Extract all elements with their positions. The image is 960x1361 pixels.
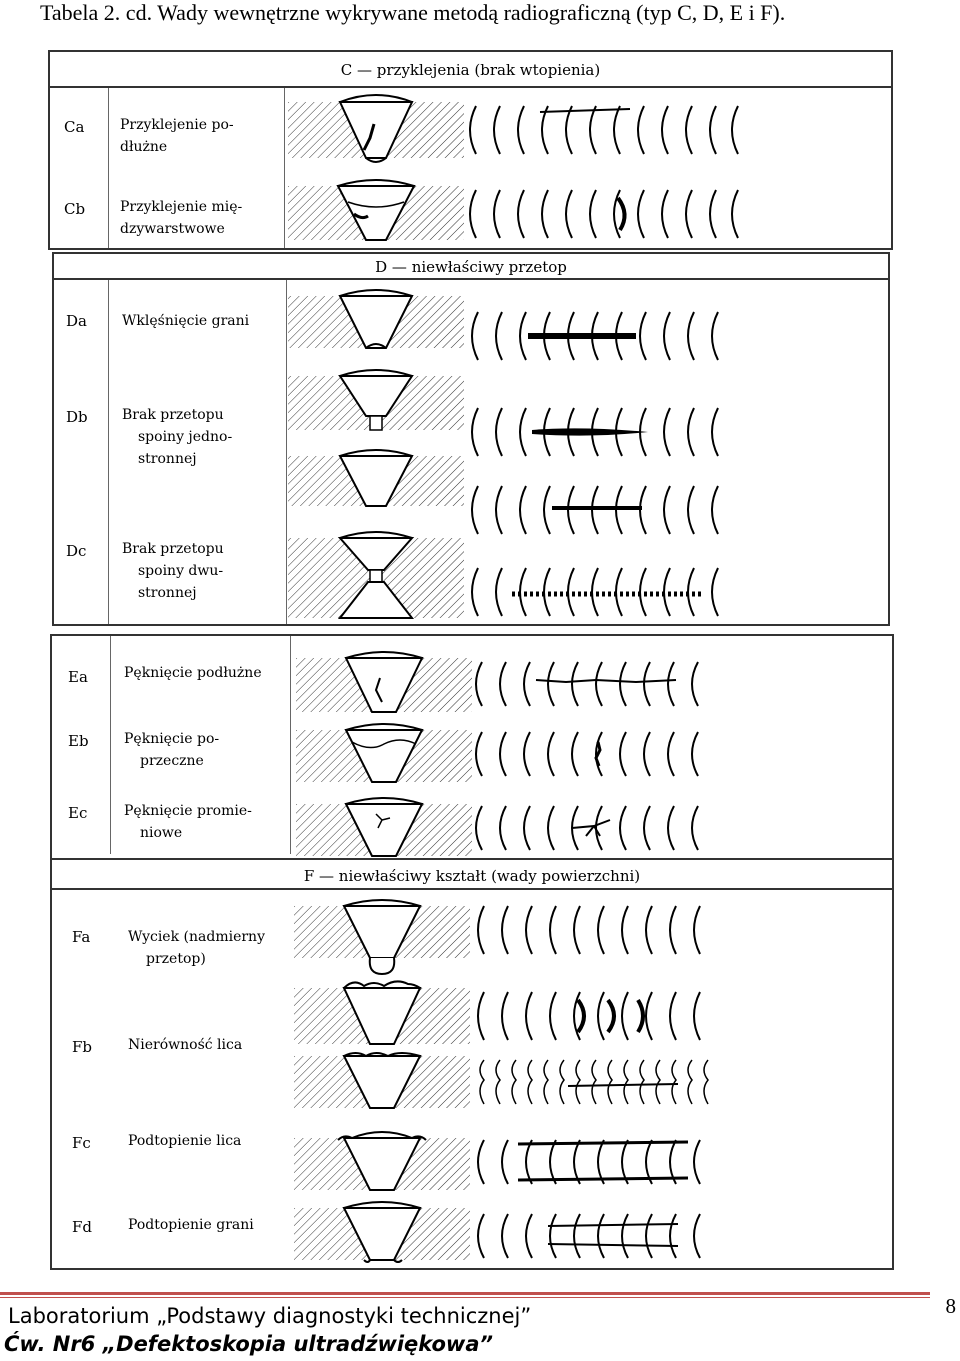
section-ef-panel: Ea Pęknięcie podłużne Eb Pęknięcie po- p…: [50, 634, 894, 1270]
radiograph-dc: [472, 564, 722, 620]
row-label-ca: Przyklejenie po- dłużne: [120, 114, 234, 158]
label-line: Nierówność lica: [128, 1034, 242, 1056]
radiograph-fb-1: [478, 988, 718, 1044]
label-line: spoiny dwu-: [122, 560, 224, 582]
weld-cross-section-da: [288, 290, 464, 354]
radiograph-fc: [478, 1136, 718, 1188]
weld-cross-section-ea: [296, 650, 472, 716]
label-line: stronnej: [122, 448, 232, 470]
label-line: Podtopienie lica: [128, 1130, 241, 1152]
weld-cross-section-ca: [288, 94, 464, 166]
label-line: Wklęśnięcie grani: [122, 310, 249, 332]
row-code-fc: Fc: [72, 1134, 91, 1152]
row-code-ea: Ea: [68, 668, 88, 686]
section-d-panel: D — niewłaściwy przetop Da Wklęśnięcie g…: [52, 252, 890, 626]
radiograph-ec: [476, 802, 716, 854]
section-c-header: C — przyklejenia (brak wtopienia): [50, 52, 891, 88]
label-line: Pęknięcie promie-: [124, 800, 252, 822]
row-label-fd: Podtopienie grani: [128, 1214, 254, 1236]
weld-cross-section-fc: [294, 1130, 470, 1194]
label-line: Brak przetopu: [122, 538, 224, 560]
row-code-cb: Cb: [64, 200, 85, 218]
radiograph-fd: [478, 1210, 718, 1262]
footer-rule: [0, 1297, 930, 1298]
row-code-fa: Fa: [72, 928, 90, 946]
weld-cross-section-db: [288, 370, 464, 438]
row-code-ec: Ec: [68, 804, 87, 822]
radiograph-fb-2: [478, 1056, 718, 1108]
row-code-eb: Eb: [68, 732, 89, 750]
weld-cross-section-ec: [296, 796, 472, 860]
label-line: spoiny jedno-: [122, 426, 232, 448]
weld-cross-section-fb-1: [294, 980, 470, 1050]
row-label-cb: Przyklejenie mię- dzywarstwowe: [120, 196, 242, 240]
row-code-da: Da: [66, 312, 87, 330]
weld-cross-section-eb: [296, 722, 472, 786]
radiograph-da: [472, 308, 722, 364]
page-number: 8: [946, 1294, 957, 1319]
radiograph-ea: [476, 658, 716, 710]
weld-cross-section-fb-2: [294, 1048, 470, 1112]
radiograph-fa: [478, 902, 718, 958]
label-line: dzywarstwowe: [120, 218, 242, 240]
column-divider: [108, 88, 109, 248]
row-label-db: Brak przetopu spoiny jedno- stronnej: [122, 404, 232, 470]
label-line: przetop): [128, 948, 265, 970]
label-line: Wyciek (nadmierny: [128, 926, 265, 948]
radiograph-db-2: [472, 482, 722, 538]
label-line: stronnej: [122, 582, 224, 604]
row-label-fc: Podtopienie lica: [128, 1130, 241, 1152]
section-c-panel: C — przyklejenia (brak wtopienia) Ca Prz…: [48, 50, 893, 250]
label-line: Przyklejenie mię-: [120, 196, 242, 218]
weld-cross-section-db-2: [288, 450, 464, 514]
label-line: niowe: [124, 822, 252, 844]
row-code-ca: Ca: [64, 118, 84, 136]
row-label-ec: Pęknięcie promie- niowe: [124, 800, 252, 844]
weld-cross-section-cb: [288, 178, 464, 244]
footer-course-title: Laboratorium „Podstawy diagnostyki techn…: [8, 1304, 531, 1328]
section-f-header: F — niewłaściwy kształt (wady powierzchn…: [52, 858, 892, 890]
weld-cross-section-fd: [294, 1200, 470, 1264]
radiograph-ca: [470, 102, 740, 158]
column-divider: [286, 280, 287, 624]
row-label-da: Wklęśnięcie grani: [122, 310, 249, 332]
row-label-eb: Pęknięcie po- przeczne: [124, 728, 219, 772]
radiograph-cb: [470, 186, 740, 242]
row-label-fa: Wyciek (nadmierny przetop): [128, 926, 265, 970]
column-divider: [284, 88, 285, 248]
row-code-fb: Fb: [72, 1038, 92, 1056]
row-label-ea: Pęknięcie podłużne: [124, 662, 262, 684]
column-divider: [108, 280, 109, 624]
weld-cross-section-fa: [294, 898, 470, 978]
label-line: Brak przetopu: [122, 404, 232, 426]
label-line: Pęknięcie podłużne: [124, 662, 262, 684]
footer-exercise-title: Ćw. Nr6 „Defektoskopia ultradźwiękowa”: [4, 1332, 493, 1356]
label-line: Pęknięcie po-: [124, 728, 219, 750]
row-code-dc: Dc: [66, 542, 86, 560]
table-caption: Tabela 2. cd. Wady wewnętrzne wykrywane …: [40, 0, 785, 26]
label-line: Podtopienie grani: [128, 1214, 254, 1236]
column-divider: [110, 636, 111, 854]
row-code-fd: Fd: [72, 1218, 92, 1236]
footer-rule: [0, 1292, 930, 1295]
column-divider: [290, 636, 291, 854]
row-label-dc: Brak przetopu spoiny dwu- stronnej: [122, 538, 224, 604]
row-label-fb: Nierówność lica: [128, 1034, 242, 1056]
section-d-header: D — niewłaściwy przetop: [54, 254, 888, 280]
label-line: przeczne: [124, 750, 219, 772]
radiograph-eb: [476, 728, 716, 780]
weld-cross-section-dc: [288, 532, 464, 622]
radiograph-db-1: [472, 404, 722, 460]
row-code-db: Db: [66, 408, 88, 426]
label-line: dłużne: [120, 136, 234, 158]
label-line: Przyklejenie po-: [120, 114, 234, 136]
